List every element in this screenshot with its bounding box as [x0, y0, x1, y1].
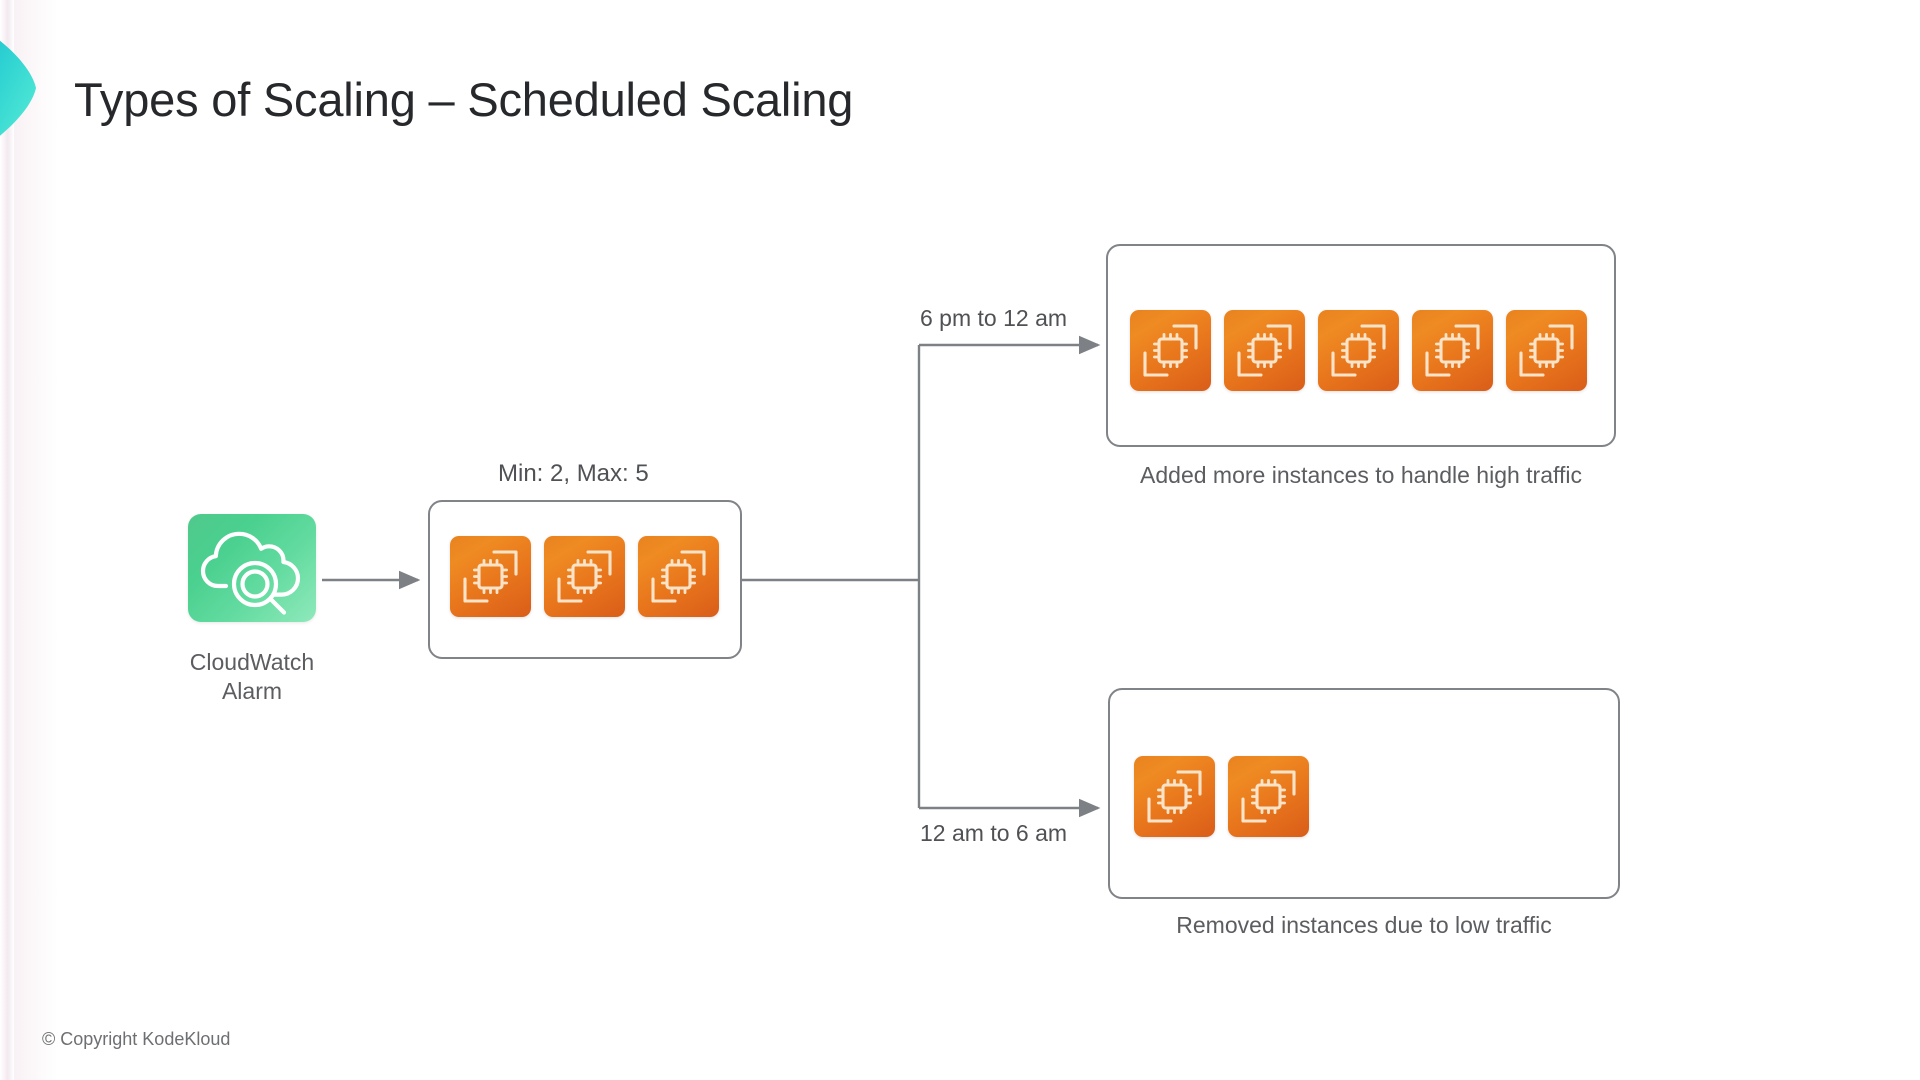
ec2-instance-icon[interactable] — [1224, 310, 1305, 391]
edge-label-top-branch: 6 pm to 12 am — [920, 305, 1068, 331]
edge-label-bottom-branch: 12 am to 6 am — [920, 820, 1068, 846]
page-title: Types of Scaling – Scheduled Scaling — [74, 73, 854, 126]
ec2-instance-icon[interactable] — [1134, 756, 1215, 837]
kodekloud-chevron-logo — [0, 10, 50, 170]
ec2-instance-icon[interactable] — [1130, 310, 1211, 391]
ec2-instance-icon[interactable] — [544, 536, 625, 617]
ec2-instance-icon[interactable] — [1228, 756, 1309, 837]
scale-out-caption: Added more instances to handle high traf… — [1140, 462, 1582, 488]
copyright-footer: © Copyright KodeKloud — [42, 1029, 231, 1049]
ec2-instance-icon[interactable] — [1412, 310, 1493, 391]
ec2-instance-icon[interactable] — [1506, 310, 1587, 391]
scale-in-caption: Removed instances due to low traffic — [1176, 912, 1552, 938]
asg-minmax-label: Min: 2, Max: 5 — [498, 460, 649, 487]
ec2-instance-icon[interactable] — [450, 536, 531, 617]
ec2-instance-icon[interactable] — [1318, 310, 1399, 391]
ec2-instance-icon[interactable] — [638, 536, 719, 617]
cloudwatch-alarm-label: CloudWatch Alarm — [189, 649, 315, 705]
cloudwatch-alarm-icon[interactable] — [188, 514, 316, 622]
